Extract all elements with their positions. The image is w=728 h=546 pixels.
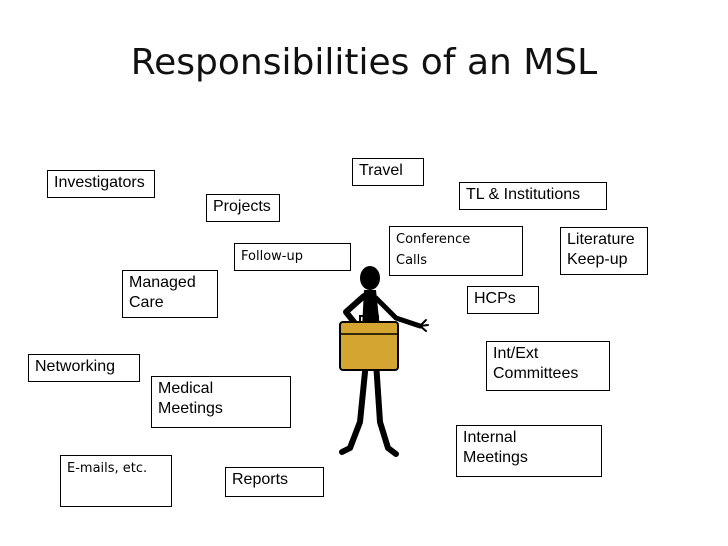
investigators-box: Investigators — [47, 170, 155, 198]
stick-figure — [339, 266, 429, 457]
briefcase-icon — [339, 315, 399, 371]
page-title: Responsibilities of an MSL — [130, 42, 598, 83]
emails-box: E-mails, etc. — [60, 455, 172, 507]
tl-institutions-box: TL & Institutions — [459, 182, 607, 210]
internal-meetings-box: Internal Meetings — [456, 425, 602, 477]
networking-box: Networking — [28, 354, 140, 382]
managed-care-box: Managed Care — [122, 270, 218, 318]
hcps-box: HCPs — [467, 286, 539, 314]
literature-box: Literature Keep-up — [560, 227, 648, 275]
reports-box: Reports — [225, 467, 324, 497]
figure-head — [360, 266, 380, 290]
projects-box: Projects — [206, 194, 280, 222]
msl-figure — [339, 266, 429, 457]
follow-up-box: Follow-up — [234, 243, 351, 271]
medical-meetings-box: Medical Meetings — [151, 376, 291, 428]
conference-calls-box: Conference Calls — [389, 226, 523, 276]
int-ext-committees-box: Int/Ext Committees — [486, 341, 610, 391]
travel-box: Travel — [352, 158, 424, 186]
